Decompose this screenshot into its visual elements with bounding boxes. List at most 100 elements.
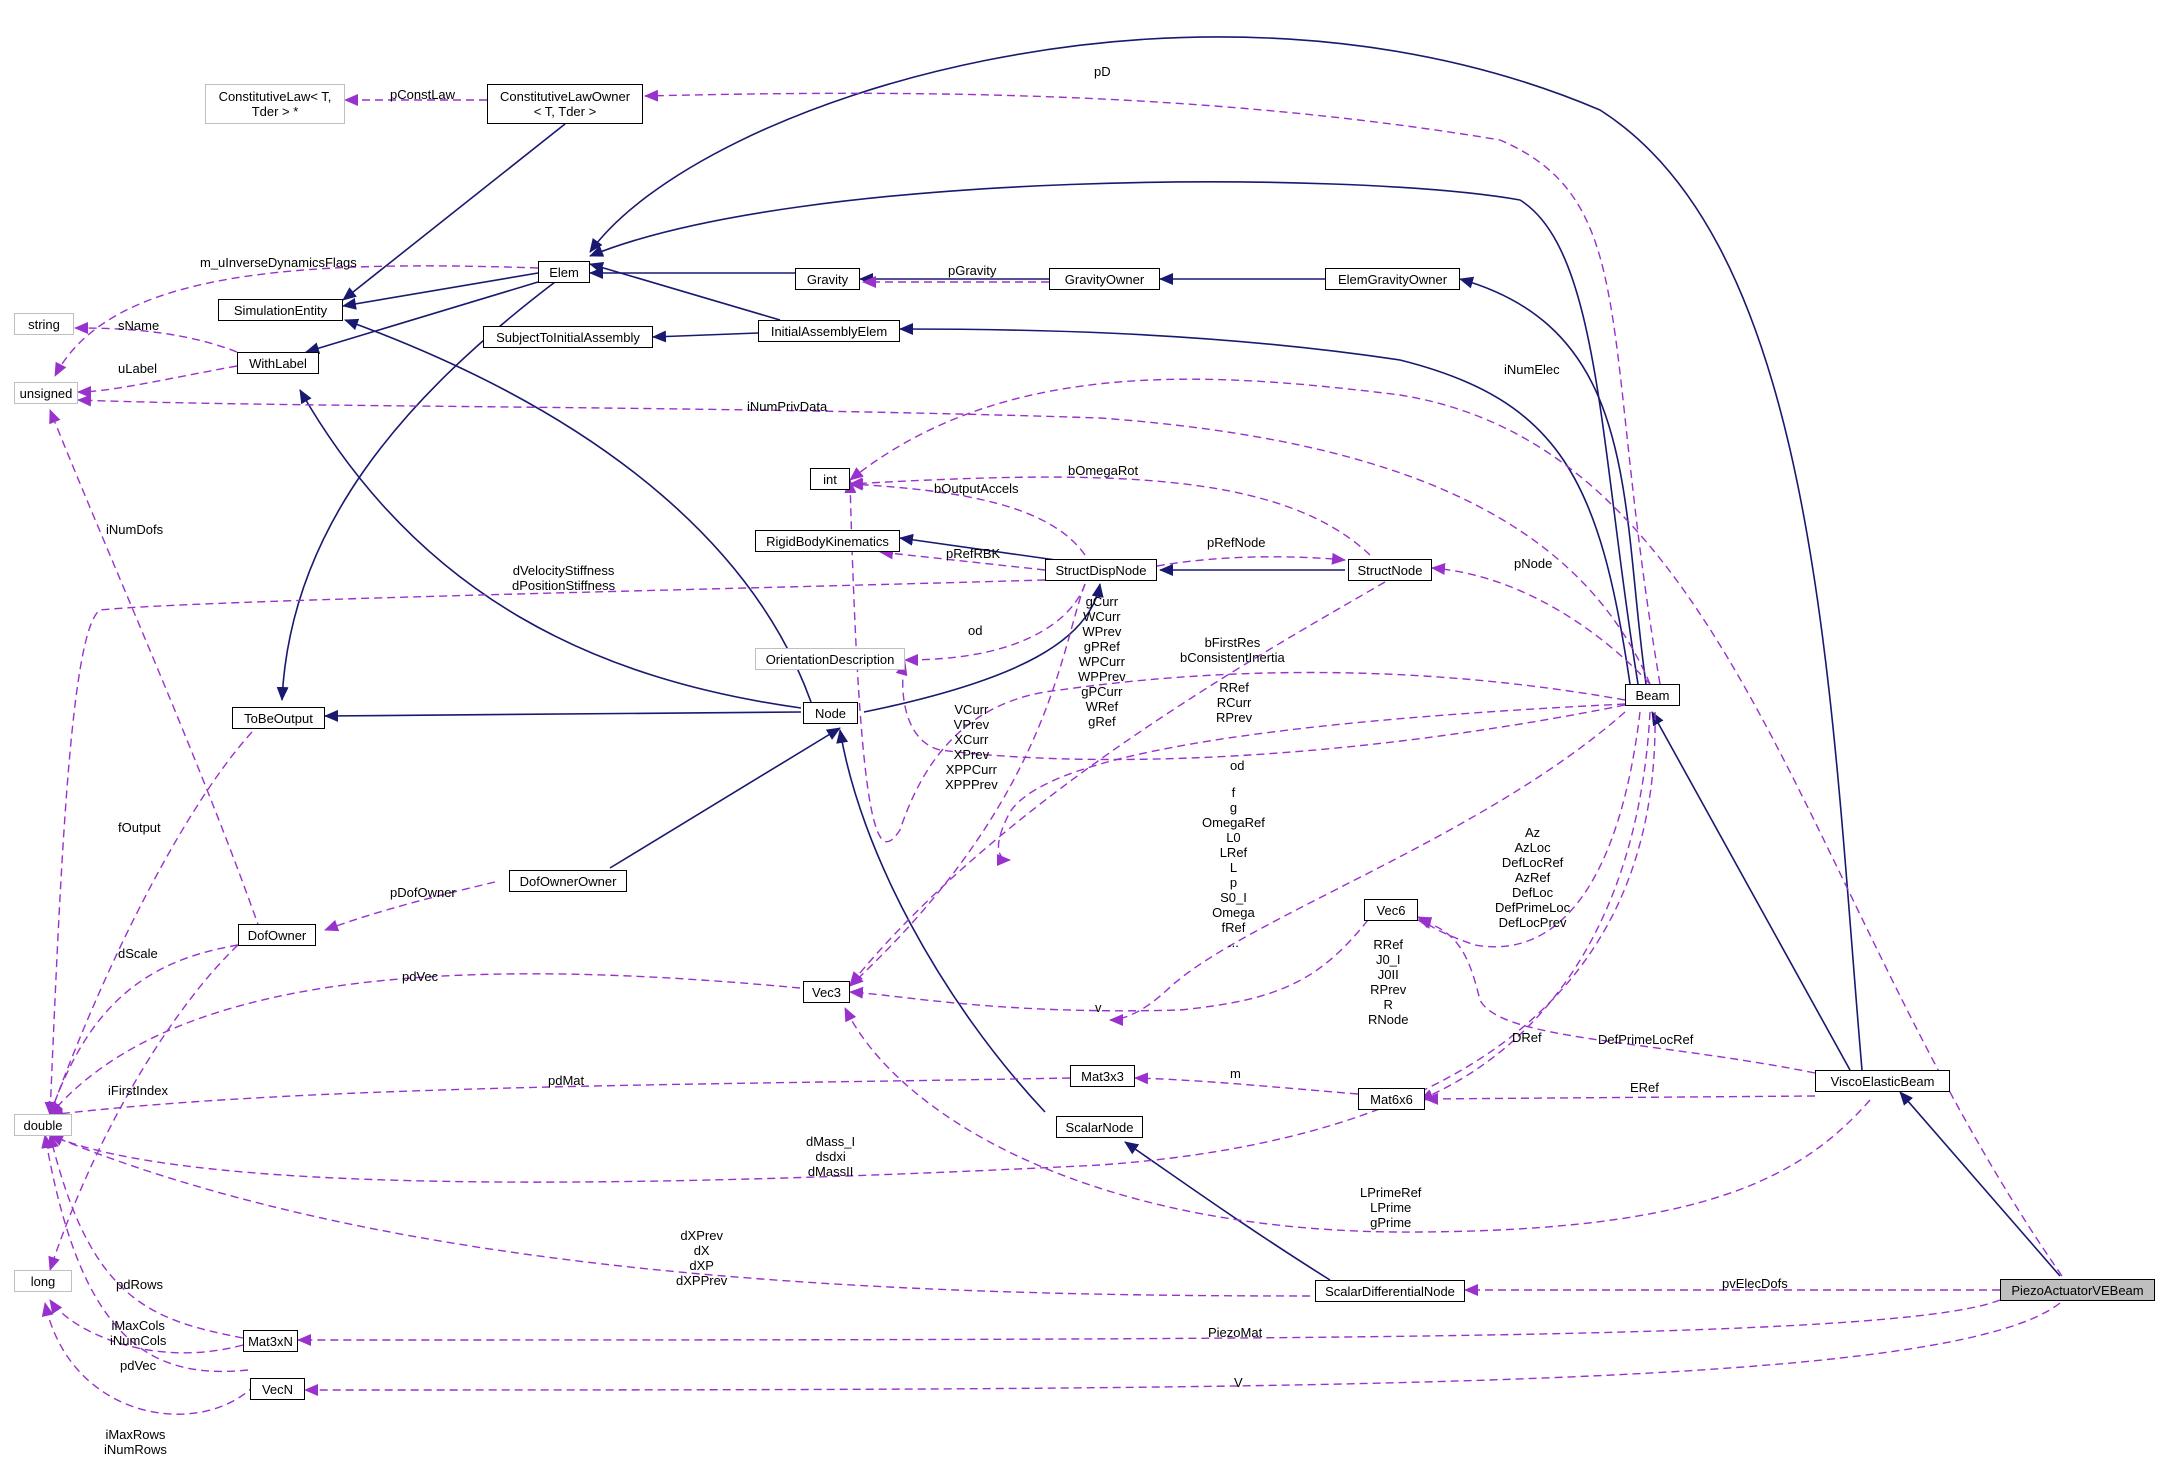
edge-dxprev: [49, 1134, 1311, 1297]
edge-ifirstindex: [48, 944, 239, 1271]
node-mat3x3[interactable]: Mat3x3: [1070, 1065, 1135, 1087]
node-scalarnode[interactable]: ScalarNode: [1056, 1116, 1143, 1138]
edge-pdrows: [47, 1134, 244, 1339]
edge-node-tobeoutput: [324, 709, 802, 722]
node-dofownerowner[interactable]: DofOwnerOwner: [509, 870, 627, 892]
label-dref: DRef: [1512, 1030, 1542, 1045]
label-dmass: dMass_I dsdxi dMassII: [806, 1134, 856, 1179]
node-structnode[interactable]: StructNode: [1348, 559, 1432, 581]
label-dscale: dScale: [118, 946, 158, 961]
node-orientationdescription[interactable]: OrientationDescription: [755, 648, 905, 670]
edge-pdvec2: [41, 1134, 249, 1373]
node-constitutivelawowner[interactable]: ConstitutiveLawOwner < T, Tder >: [487, 84, 643, 124]
edge-constitutivelawowner-simulationentity: [342, 123, 566, 301]
edge-dofownerowner-node: [609, 727, 841, 869]
node-initialassemblyelem[interactable]: InitialAssemblyElem: [758, 320, 900, 342]
node-vec6[interactable]: Vec6: [1364, 899, 1418, 921]
node-double[interactable]: double: [14, 1114, 72, 1136]
edge-eref: [1424, 1092, 1816, 1105]
node-rigidbodykinematics[interactable]: RigidBodyKinematics: [755, 530, 900, 552]
label-sname: sName: [118, 318, 160, 333]
edge-defprimelocref: [1417, 917, 1816, 1074]
edge-pnode: [1431, 563, 1651, 685]
label-bfirstres: bFirstRes bConsistentInertia: [1180, 635, 1285, 665]
node-node[interactable]: Node: [803, 702, 858, 724]
node-beam[interactable]: Beam: [1625, 684, 1680, 706]
label-lprime: LPrimeRef LPrime gPrime: [1360, 1185, 1422, 1230]
label-rreflist: RRef J0_I J0II RPrev R RNode: [1368, 937, 1409, 1027]
label-dstiffness: dVelocityStiffness dPositionStiffness: [512, 563, 616, 593]
edge-viscoelasticbeam-elem: [589, 36, 1863, 1071]
node-dofowner[interactable]: DofOwner: [238, 924, 316, 946]
label-imaxrows: iMaxRows iNumRows: [104, 1427, 167, 1457]
node-tobeoutput[interactable]: ToBeOutput: [232, 707, 325, 729]
node-vec3[interactable]: Vec3: [803, 981, 850, 1003]
node-withlabel[interactable]: WithLabel: [237, 352, 319, 374]
label-pd: pD: [1094, 64, 1111, 79]
node-piezoactuatorvebeam[interactable]: PiezoActuatorVEBeam: [2000, 1279, 2155, 1301]
label-pvelecdofs: pvElecDofs: [1722, 1276, 1788, 1291]
label-vcurr: VCurr VPrev XCurr XPrev XPPCurr XPPPrev: [945, 702, 998, 792]
node-mat6x6[interactable]: Mat6x6: [1358, 1088, 1425, 1110]
label-dxprev: dXPrev dX dXP dXPPrev: [676, 1228, 728, 1288]
label-eref: ERef: [1630, 1080, 1659, 1095]
edge-inumprivdata: [77, 394, 1651, 685]
edge-node-simulationentity: [344, 318, 812, 703]
edge-dmass: [49, 711, 1656, 1183]
label-pdofowner: pDofOwner: [390, 885, 456, 900]
edge-m: [1134, 1072, 1359, 1095]
edge-node-structdispnode: [863, 583, 1104, 713]
edge-prefrbk: [879, 547, 1046, 571]
label-m-uinversedynamicsflags: m_uInverseDynamicsFlags: [200, 255, 357, 270]
node-constitutivelaw[interactable]: ConstitutiveLaw< T, Tder > *: [205, 84, 345, 124]
label-pnode: pNode: [1514, 556, 1553, 571]
edge-elem-withlabel: [305, 281, 539, 354]
label-v: v: [1095, 1000, 1102, 1015]
label-ulabel: uLabel: [118, 361, 158, 376]
node-gravityowner[interactable]: GravityOwner: [1049, 268, 1160, 290]
node-scalardifferentialnode[interactable]: ScalarDifferentialNode: [1315, 1280, 1465, 1302]
label-azlist: Az AzLoc DefLocRef AzRef DefLoc DefPrime…: [1495, 825, 1571, 930]
node-subjecttoinitialassembly[interactable]: SubjectToInitialAssembly: [483, 326, 653, 348]
label-m: m: [1230, 1066, 1241, 1081]
node-structdispnode[interactable]: StructDispNode: [1045, 559, 1157, 581]
edge-inumelec: [849, 378, 2063, 1277]
edge-gcurr: [849, 583, 1086, 987]
label-pdmat: pdMat: [548, 1073, 585, 1088]
edge-v2: [304, 1302, 2061, 1396]
edge-beam-elem: [589, 181, 1639, 685]
edge-viscoelasticbeam-beam: [1651, 711, 1851, 1071]
edge-foutput: [48, 731, 253, 1116]
label-pconstlaw: pConstLaw: [390, 87, 456, 102]
node-elem[interactable]: Elem: [538, 261, 590, 283]
label-pdvec2: pdVec: [120, 1358, 157, 1373]
edge-boutputaccels: [849, 478, 1086, 556]
node-viscoelasticbeam[interactable]: ViscoElasticBeam: [1815, 1070, 1950, 1092]
label-inumprivdata: iNumPrivData: [747, 399, 828, 414]
node-mat3xn[interactable]: Mat3xN: [243, 1330, 298, 1352]
edge-elem-simulationentity: [342, 272, 539, 310]
edge-structdispnode-rigidbody: [899, 533, 1071, 563]
node-int[interactable]: int: [810, 468, 850, 490]
edge-beam-initialassemblyelem: [899, 323, 1631, 685]
node-gravity[interactable]: Gravity: [795, 268, 860, 290]
edge-od1: [904, 583, 1086, 666]
node-vecn[interactable]: VecN: [250, 1378, 305, 1400]
label-pdvec1: pdVec: [402, 969, 439, 984]
edge-bomegarot: [849, 476, 1371, 556]
node-elemgravityowner[interactable]: ElemGravityOwner: [1325, 268, 1460, 290]
label-imaxcols: iMaxCols iNumCols: [110, 1318, 167, 1348]
label-foutput: fOutput: [118, 820, 161, 835]
edge-pdvec1: [49, 973, 801, 1116]
node-simulationentity[interactable]: SimulationEntity: [218, 299, 343, 321]
edge-bfirstres: [844, 479, 1626, 843]
label-pgravity: pGravity: [948, 263, 997, 278]
label-flist: f g OmegaRef L0 LRef L p S0_I Omega fRef…: [1202, 785, 1265, 950]
edge-flist: [1109, 711, 1626, 1026]
edge-m-uinversedynamicsflags: [54, 265, 539, 377]
node-string[interactable]: string: [14, 313, 74, 335]
node-unsigned[interactable]: unsigned: [14, 382, 78, 404]
node-long[interactable]: long: [14, 1270, 72, 1292]
label-gcurr: gCurr WCurr WPrev gPRef WPCurr WPPrev gP…: [1078, 594, 1126, 729]
label-od1: od: [968, 623, 983, 638]
